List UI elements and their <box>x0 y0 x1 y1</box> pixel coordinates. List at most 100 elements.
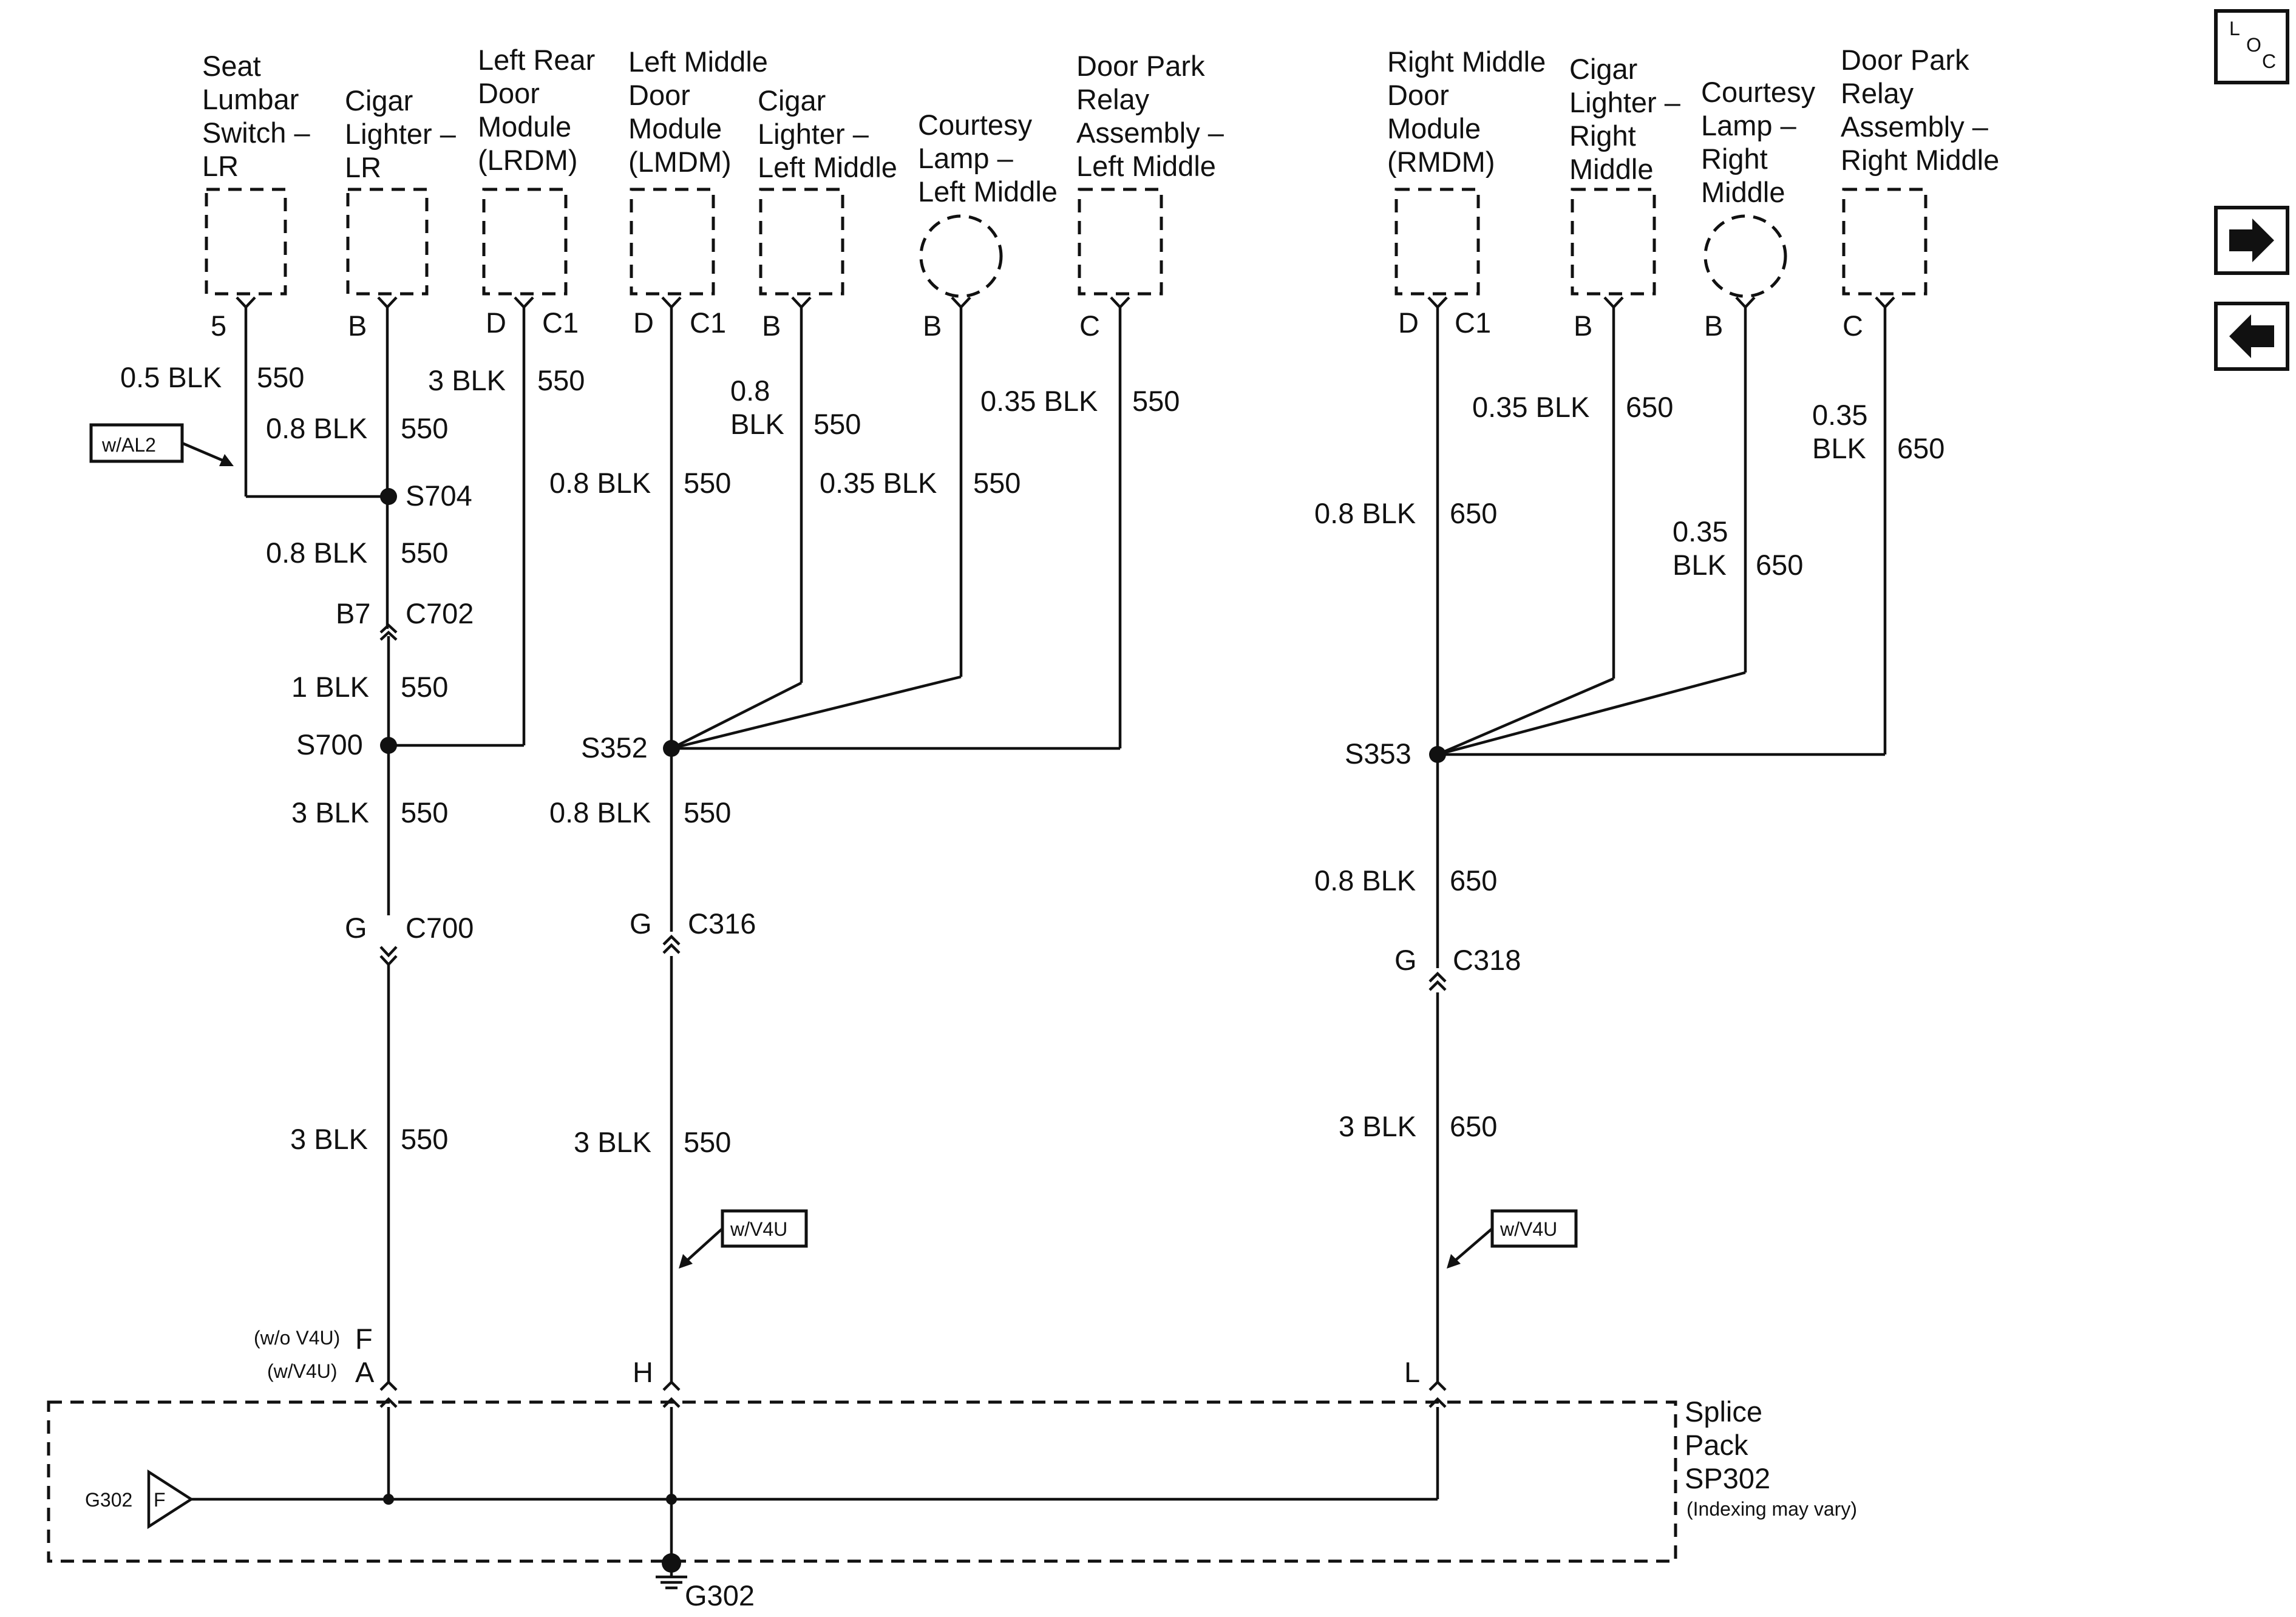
svg-text:(Indexing may vary): (Indexing may vary) <box>1686 1498 1857 1520</box>
svg-text:B: B <box>1574 310 1592 342</box>
svg-text:(LMDM): (LMDM) <box>628 146 732 178</box>
svg-text:0.35 BLK: 0.35 BLK <box>1472 391 1589 423</box>
svg-text:BLK: BLK <box>730 408 784 440</box>
svg-text:S352: S352 <box>581 731 648 764</box>
svg-text:5: 5 <box>211 310 226 342</box>
svg-text:Lighter –: Lighter – <box>758 118 869 150</box>
svg-text:3 BLK: 3 BLK <box>574 1126 651 1158</box>
component-door-park-relay-right-middle: Door Park Relay Assembly – Right Middle <box>1841 44 1999 296</box>
svg-text:BLK: BLK <box>1673 549 1727 581</box>
svg-text:550: 550 <box>257 361 304 393</box>
svg-text:C: C <box>1079 310 1100 342</box>
c318-connector <box>1428 971 1447 991</box>
svg-text:3 BLK: 3 BLK <box>290 1123 368 1155</box>
svg-text:S704: S704 <box>406 480 472 512</box>
connector-labels: B7 C702 G C700 G C316 G C318 <box>336 597 1521 976</box>
svg-text:Left Middle: Left Middle <box>918 175 1058 208</box>
svg-text:C316: C316 <box>688 907 756 940</box>
svg-text:550: 550 <box>401 1123 448 1155</box>
svg-text:0.8 BLK: 0.8 BLK <box>1314 864 1416 897</box>
svg-text:550: 550 <box>401 796 448 829</box>
svg-text:H: H <box>633 1356 653 1388</box>
svg-text:Cigar: Cigar <box>1569 53 1637 85</box>
arrow-left-icon <box>2229 314 2274 358</box>
svg-text:G: G <box>630 907 652 940</box>
svg-text:650: 650 <box>1897 432 1944 464</box>
svg-text:B: B <box>762 310 781 342</box>
svg-text:Lumbar: Lumbar <box>202 83 299 115</box>
svg-text:B: B <box>348 310 367 342</box>
previous-page-button[interactable] <box>2214 302 2289 371</box>
component-seat-lumbar-switch: Seat Lumbar Switch – LR <box>202 50 310 296</box>
svg-text:(w/o V4U): (w/o V4U) <box>254 1327 340 1349</box>
svg-text:550: 550 <box>537 364 585 396</box>
next-page-button[interactable] <box>2214 206 2289 275</box>
ground-symbol-g302: G302 <box>656 1553 755 1612</box>
component-left-middle-door-module: Left Middle Door Module (LMDM) <box>628 46 768 296</box>
svg-text:Right Middle: Right Middle <box>1841 144 1999 176</box>
splice-labels: S704 S700 S352 S353 <box>296 480 1411 770</box>
svg-text:G: G <box>1394 944 1417 976</box>
loc-button[interactable]: L O C <box>2214 9 2289 84</box>
splice-s704 <box>380 488 397 505</box>
svg-text:C1: C1 <box>690 307 726 339</box>
svg-text:B: B <box>1704 310 1723 342</box>
svg-text:C1: C1 <box>1455 307 1491 339</box>
svg-text:Pack: Pack <box>1685 1429 1748 1461</box>
svg-text:L: L <box>1404 1356 1420 1388</box>
svg-text:Splice: Splice <box>1685 1395 1762 1428</box>
svg-text:550: 550 <box>684 467 731 499</box>
component-left-rear-door-module: Left Rear Door Module (LRDM) <box>478 44 595 296</box>
component-cigar-lighter-left-middle: Cigar Lighter – Left Middle <box>758 84 897 296</box>
svg-text:Left Middle: Left Middle <box>1076 150 1216 182</box>
svg-text:F: F <box>154 1489 166 1511</box>
svg-text:550: 550 <box>813 408 861 440</box>
ground-triangle-g302: F G302 <box>85 1469 194 1530</box>
svg-text:Switch –: Switch – <box>202 117 310 149</box>
c700-connector <box>379 946 398 967</box>
svg-text:0.35: 0.35 <box>1812 399 1867 431</box>
svg-text:A: A <box>355 1356 375 1388</box>
svg-text:D: D <box>1398 307 1419 339</box>
svg-text:w/AL2: w/AL2 <box>101 434 156 456</box>
svg-text:O: O <box>2246 34 2261 56</box>
svg-text:0.35 BLK: 0.35 BLK <box>980 385 1098 417</box>
svg-text:(LRDM): (LRDM) <box>478 144 577 176</box>
svg-text:Middle: Middle <box>1569 153 1653 185</box>
svg-text:550: 550 <box>401 412 448 444</box>
svg-text:0.5 BLK: 0.5 BLK <box>120 361 222 393</box>
svg-text:Door Park: Door Park <box>1841 44 1969 76</box>
wires-left-middle <box>670 307 1122 1554</box>
svg-text:550: 550 <box>684 796 731 829</box>
svg-text:550: 550 <box>1132 385 1180 417</box>
svg-text:Relay: Relay <box>1841 77 1914 109</box>
svg-text:Courtesy: Courtesy <box>1701 76 1816 108</box>
svg-text:C700: C700 <box>406 912 474 944</box>
svg-text:BLK: BLK <box>1812 432 1866 464</box>
svg-text:Seat: Seat <box>202 50 261 82</box>
svg-text:0.8 BLK: 0.8 BLK <box>266 412 367 444</box>
svg-text:Cigar: Cigar <box>758 84 826 117</box>
svg-text:Door: Door <box>478 77 540 109</box>
svg-text:0.8 BLK: 0.8 BLK <box>1314 497 1416 529</box>
svg-text:Module: Module <box>628 112 722 144</box>
option-flag-v4u-right: w/V4U <box>1447 1209 1578 1269</box>
svg-text:Left Middle: Left Middle <box>628 46 768 78</box>
svg-text:Courtesy: Courtesy <box>918 109 1033 141</box>
svg-text:650: 650 <box>1450 497 1497 529</box>
svg-text:Door: Door <box>1387 79 1449 111</box>
svg-text:G302: G302 <box>685 1579 755 1612</box>
option-flag-al2: w/AL2 <box>89 423 234 466</box>
component-courtesy-lamp-right-middle: Courtesy Lamp – Right Middle <box>1701 76 1816 298</box>
pin-connectors <box>236 296 1895 310</box>
wire-labels-right-middle: 0.8 BLK 650 0.35 BLK 650 0.35 BLK 650 0.… <box>1314 391 1944 1142</box>
svg-text:LR: LR <box>345 151 381 183</box>
component-courtesy-lamp-left-middle: Courtesy Lamp – Left Middle <box>918 109 1058 298</box>
svg-text:Module: Module <box>478 110 571 143</box>
svg-text:550: 550 <box>401 537 448 569</box>
svg-text:B: B <box>923 310 942 342</box>
svg-text:Cigar: Cigar <box>345 84 413 117</box>
svg-text:SP302: SP302 <box>1685 1462 1770 1494</box>
svg-text:G302: G302 <box>85 1489 132 1511</box>
